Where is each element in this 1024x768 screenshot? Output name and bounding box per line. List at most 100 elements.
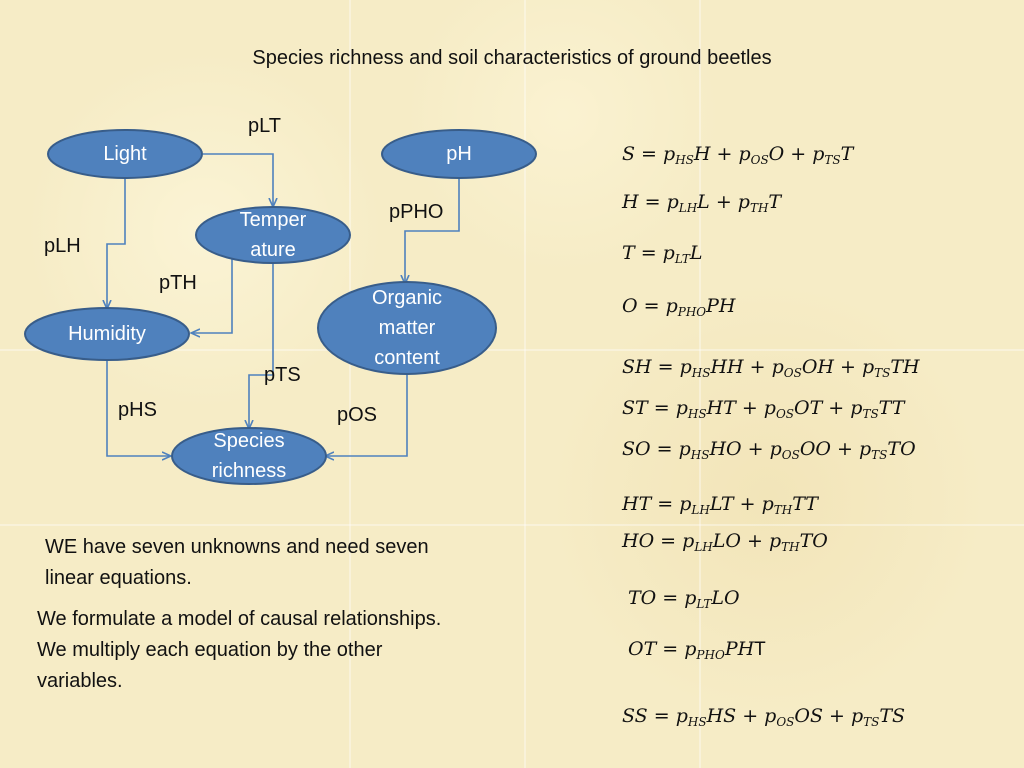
path-diagram [24, 129, 537, 485]
equation-subscript: LT [674, 252, 690, 266]
equation-term: T [840, 143, 854, 165]
equation-term: H = p [622, 191, 679, 213]
node-organic-line-2: matter [378, 317, 436, 339]
node-humidity [24, 307, 190, 361]
edge-label-ppho: pPHO [389, 201, 444, 223]
arrow-organic-species [326, 375, 408, 456]
node-temperature-line-1: Temper [239, 209, 307, 231]
equation-subscript: LH [694, 540, 713, 554]
equation-term: OT + p [794, 397, 863, 419]
equation-subscript: TH [781, 540, 800, 554]
node-light [47, 129, 203, 179]
equation-subscript: LT [696, 597, 712, 611]
equation-term: PH [706, 295, 736, 317]
equation-term: L + p [697, 191, 750, 213]
equation-term: T = p [622, 242, 675, 264]
edge-label-pts: pTS [264, 364, 301, 386]
arrow-ph-organic [405, 178, 460, 283]
node-species-line-2: richness [211, 460, 287, 482]
edge-label-pth: pTH [159, 272, 197, 294]
edge-label-phs: pHS [118, 399, 157, 421]
node-organic-label: Organic matter content [318, 282, 496, 374]
equation-term: SO = p [622, 438, 691, 460]
arrow-temperature-species [249, 262, 274, 428]
equation-subscript: HS [687, 715, 707, 729]
equation-term: PH [724, 638, 755, 660]
node-species-label: Species richness [172, 426, 326, 486]
equation-subscript: PHO [696, 648, 725, 662]
equation-subscript: TS [871, 448, 888, 462]
arrow-temperature-humidity [192, 257, 233, 333]
equation: T = pLTL [622, 242, 702, 266]
node-species-line-1: Species [213, 430, 285, 452]
equation: S = pHSH + pOSO + pTST [622, 143, 853, 167]
equation-subscript: TS [874, 366, 891, 380]
node-organic-line-3: content [374, 347, 440, 369]
edge-label-plh: pLH [44, 235, 81, 257]
equation-term: OO + p [799, 438, 872, 460]
arrow-light-temperature [203, 153, 273, 206]
equation-term: H + p [693, 143, 751, 165]
node-humidity-label: Humidity [68, 323, 146, 345]
arrow-light-humidity [107, 177, 126, 308]
equation-term: O + p [768, 143, 825, 165]
note-unknowns-line-2: linear equations. [45, 567, 192, 589]
node-organic [317, 281, 497, 375]
equation-subscript: TS [863, 715, 880, 729]
equation-subscript: TH [773, 503, 793, 517]
equation-term: OT = p [628, 638, 697, 660]
equation-term: HO = p [622, 530, 695, 552]
equation-subscript: OS [750, 153, 769, 167]
equation: HT = pLHLT + pTHTT [622, 493, 818, 517]
arrow-humidity-species [106, 360, 170, 456]
equation-term: T [754, 639, 766, 660]
equation: OT = pPHOPHT [628, 638, 766, 662]
node-temperature-line-2: ature [250, 239, 296, 261]
equation: H = pLHL + pTHT [622, 191, 781, 215]
equation-term: TO [887, 438, 916, 460]
equation: SH = pHSHH + pOSOH + pTSTH [622, 356, 920, 380]
equation-term: HS + p [706, 705, 777, 727]
equation-term: TO [799, 530, 828, 552]
equation-term: LO + p [712, 530, 782, 552]
equation-subscript: OS [775, 407, 795, 421]
node-organic-line-1: Organic [371, 287, 443, 309]
equation-subscript: OS [783, 366, 802, 380]
equation-subscript: LH [691, 503, 710, 517]
equation-term: TT [878, 397, 905, 419]
equation-term: OH + p [801, 356, 875, 378]
equation: O = pPHOPH [622, 295, 736, 319]
equation-subscript: PHO [677, 305, 707, 319]
equation-term: ST = p [622, 397, 688, 419]
equation-subscript: HS [690, 448, 710, 462]
note-model: We formulate a model of causal relations… [37, 604, 441, 697]
equation-term: HT = p [622, 493, 692, 515]
equation-term: O = p [622, 295, 678, 317]
edge-label-plt: pLT [248, 115, 281, 137]
equation-subscript: OS [776, 715, 795, 729]
equation-subscript: LH [678, 201, 698, 215]
note-unknowns: WE have seven unknowns and need seven li… [45, 532, 429, 594]
node-temperature-label: Temper ature [196, 205, 350, 265]
note-model-line-2: We multiply each equation by the other [37, 639, 383, 661]
node-ph [381, 129, 537, 179]
equation-term: HO + p [709, 438, 782, 460]
equation-term: L [689, 242, 703, 264]
edge-label-pos: pOS [337, 404, 378, 426]
node-species [171, 427, 327, 485]
equation-term: TS [879, 705, 906, 727]
equation-subscript: TS [824, 153, 841, 167]
node-ph-label: pH [446, 143, 472, 165]
note-unknowns-line-1: WE have seven unknowns and need seven [45, 536, 429, 558]
equation: HO = pLHLO + pTHTO [622, 530, 828, 554]
equation-term: S = p [622, 143, 676, 165]
equation-term: T [768, 191, 782, 213]
note-model-line-3: variables. [37, 670, 123, 692]
equation-subscript: HS [687, 407, 707, 421]
equation: ST = pHSHT + pOSOT + pTSTT [622, 397, 904, 421]
equation-term: LO [711, 587, 740, 609]
equation-term: SS = p [622, 705, 688, 727]
note-model-line-1: We formulate a model of causal relations… [37, 608, 442, 630]
equation-term: HH + p [710, 356, 784, 378]
node-temperature [195, 206, 351, 264]
